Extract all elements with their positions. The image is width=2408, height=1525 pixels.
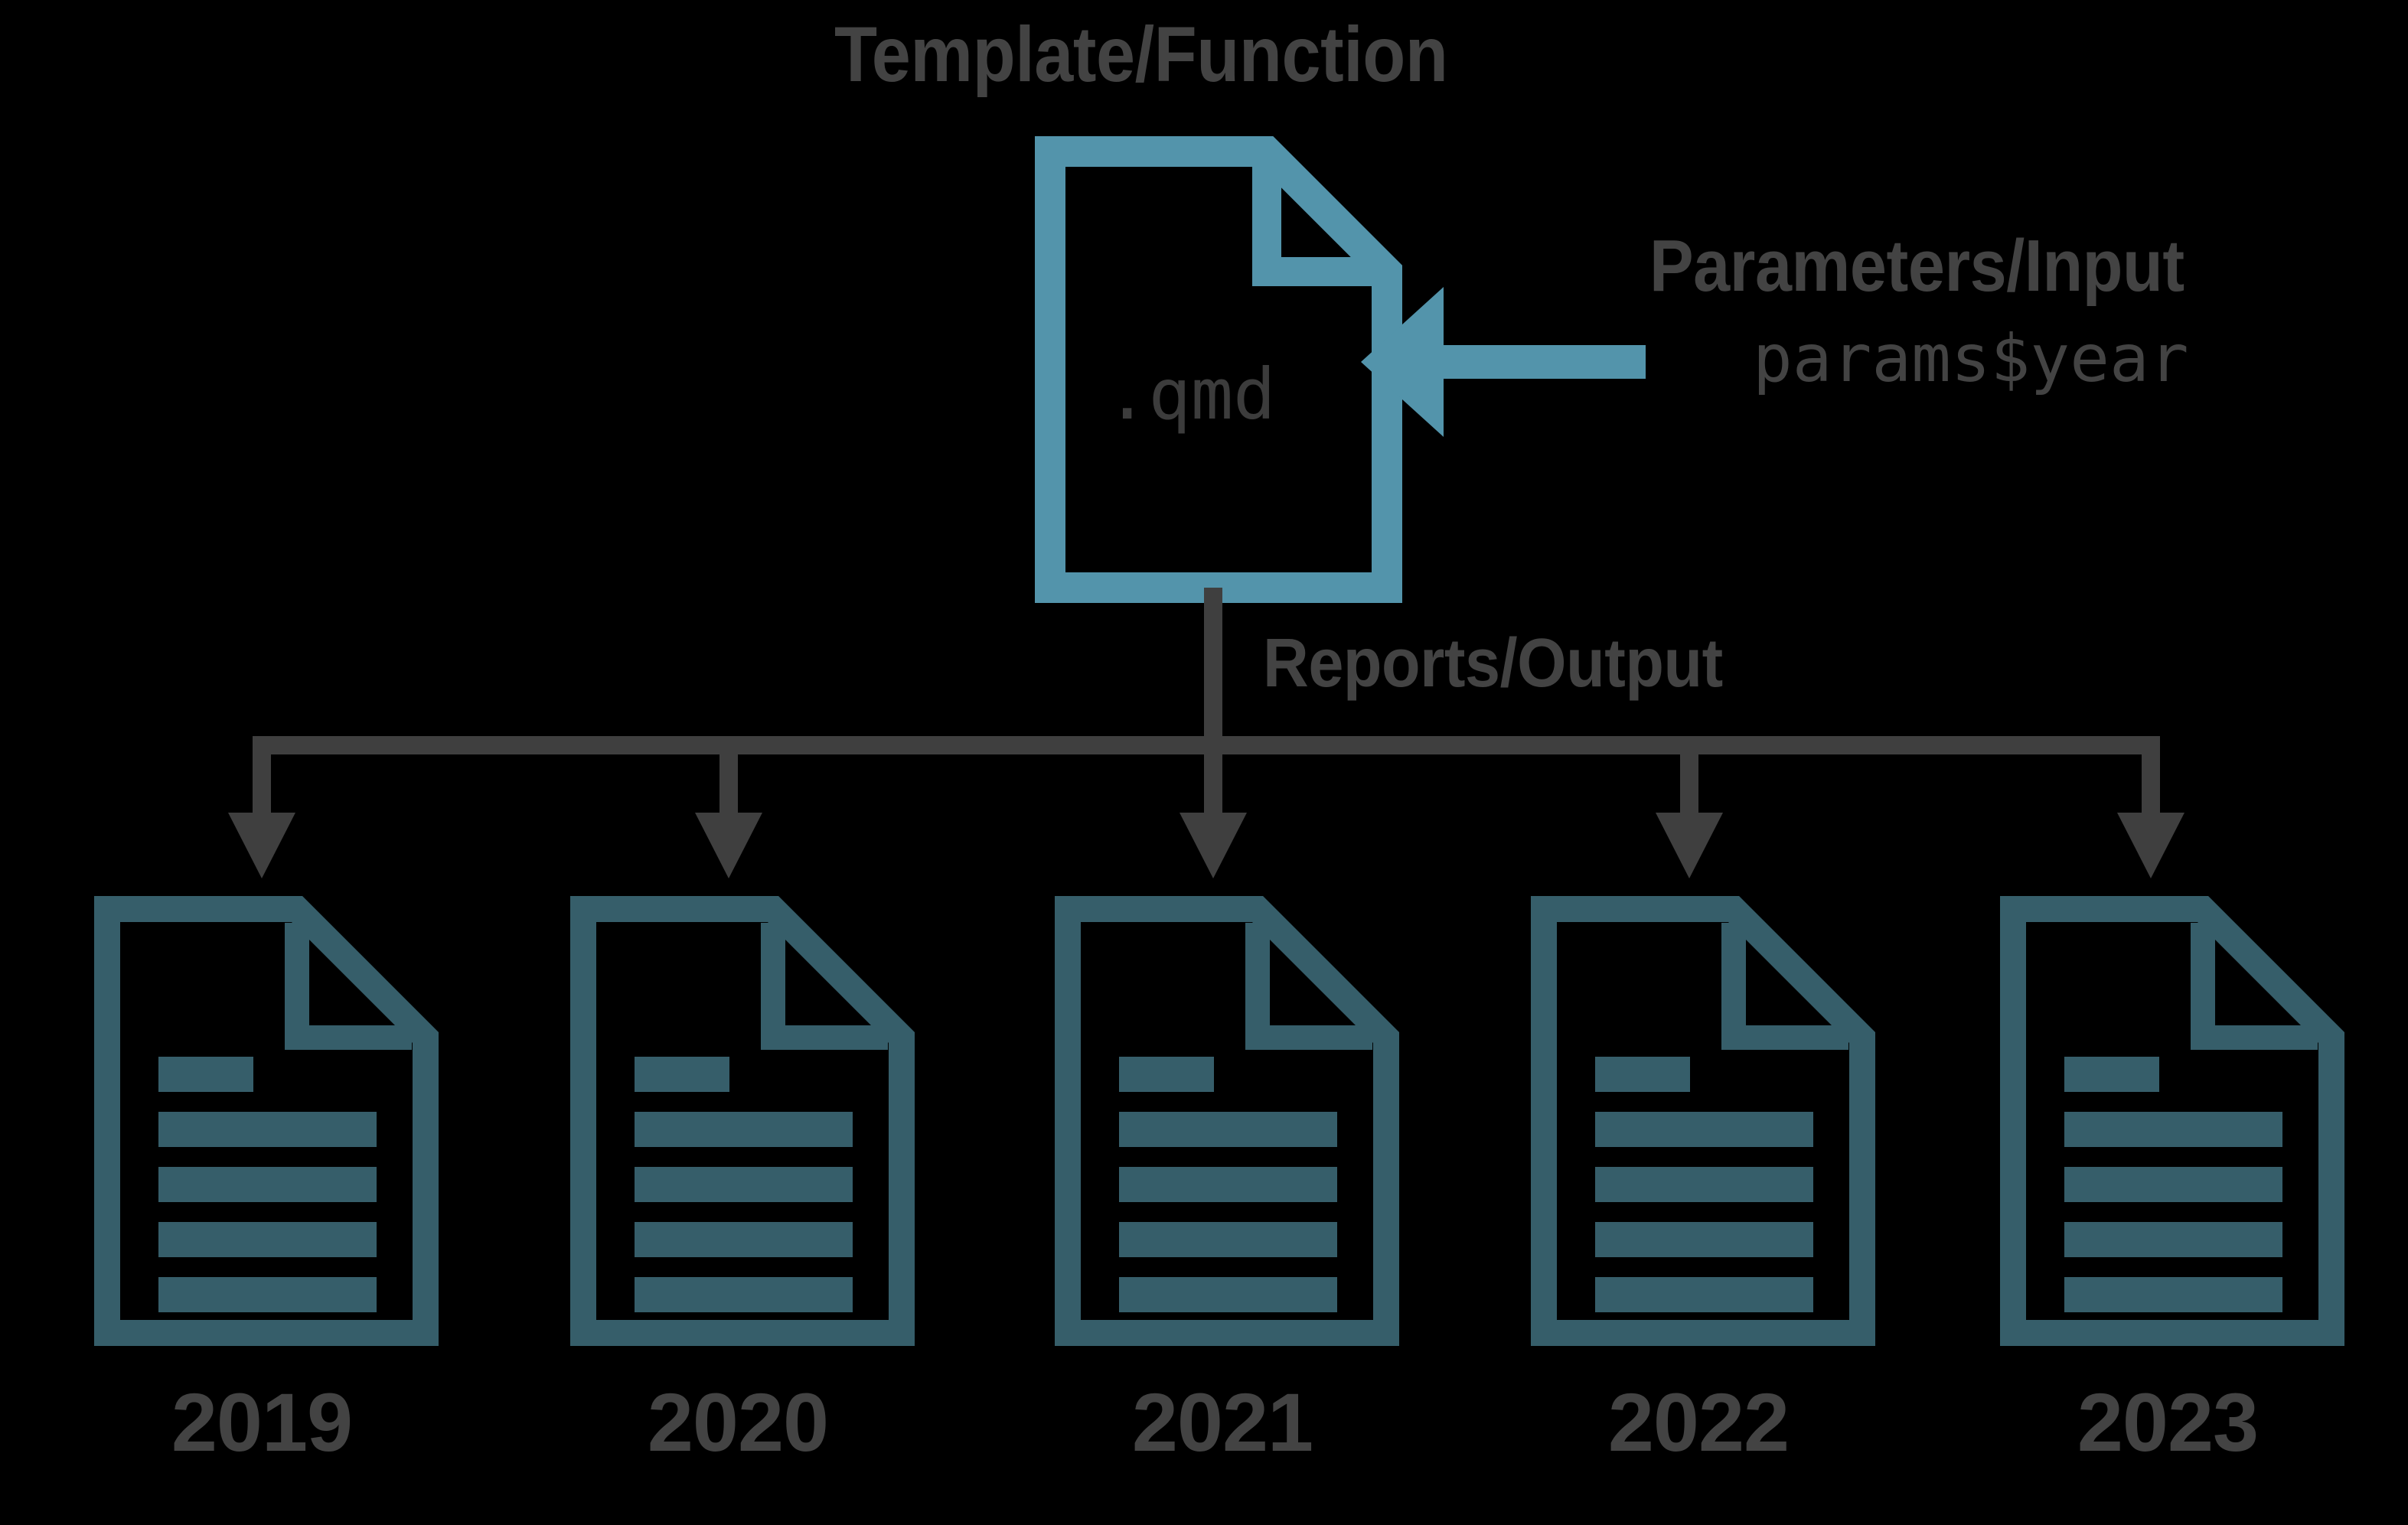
report-fold-2023 bbox=[2191, 923, 2318, 1050]
report-outline-2019 bbox=[94, 896, 439, 1346]
report-document-icon-2022[interactable] bbox=[1531, 896, 1875, 1346]
arrow-down-icon-2023 bbox=[2117, 813, 2184, 878]
report-fold-2020 bbox=[761, 923, 888, 1050]
report-lines-2021 bbox=[1119, 1057, 1337, 1312]
report-lines-2019 bbox=[158, 1057, 377, 1312]
parameters-arrow-left-icon[interactable] bbox=[1361, 287, 1646, 437]
arrow-down-icon-2019 bbox=[228, 813, 295, 878]
template-file-extension-text: .qmd bbox=[1106, 354, 1276, 435]
connector-branch-2023 bbox=[2142, 736, 2160, 822]
template-document-outline bbox=[1035, 136, 1402, 603]
report-label-2020: 2020 bbox=[647, 1376, 829, 1468]
parameters-code-text: params$year bbox=[1753, 321, 2189, 397]
report-lines-2022 bbox=[1595, 1057, 1813, 1312]
arrow-left-icon bbox=[1361, 287, 1646, 437]
report-outline-2023 bbox=[2000, 896, 2344, 1346]
arrow-down-icon-2021 bbox=[1180, 813, 1247, 878]
report-outline-2020 bbox=[570, 896, 915, 1346]
report-document-icon-2023[interactable] bbox=[2000, 896, 2344, 1346]
output-tree-connectors bbox=[228, 588, 2184, 878]
report-label-2019: 2019 bbox=[171, 1376, 353, 1468]
parameters-heading: Parameters/Input bbox=[1649, 225, 2184, 307]
report-fold-2021 bbox=[1245, 923, 1372, 1050]
report-lines-2023 bbox=[2064, 1057, 2282, 1312]
connector-branch-2022 bbox=[1680, 736, 1698, 822]
report-outline-2022 bbox=[1531, 896, 1875, 1346]
template-document-fold bbox=[1252, 167, 1372, 286]
connector-branch-2021 bbox=[1204, 736, 1222, 822]
template-document-icon[interactable] bbox=[1035, 136, 1402, 603]
connector-branch-2019 bbox=[253, 736, 271, 822]
report-fold-2022 bbox=[1721, 923, 1848, 1050]
connector-stem bbox=[1204, 588, 1222, 748]
report-label-2023: 2023 bbox=[2077, 1376, 2259, 1468]
report-label-2021: 2021 bbox=[1131, 1376, 1313, 1468]
arrow-down-icon-2020 bbox=[695, 813, 762, 878]
report-lines-2020 bbox=[635, 1057, 853, 1312]
template-heading: Template/Function bbox=[834, 11, 1448, 98]
report-label-2022: 2022 bbox=[1607, 1376, 1790, 1468]
report-outline-2021 bbox=[1055, 896, 1399, 1346]
reports-heading: Reports/Output bbox=[1263, 625, 1723, 702]
connector-branch-2020 bbox=[719, 736, 738, 822]
report-document-icon-2020[interactable] bbox=[570, 896, 915, 1346]
report-fold-2019 bbox=[285, 923, 412, 1050]
report-document-icon-2019[interactable] bbox=[94, 896, 439, 1346]
report-document-icon-2021[interactable] bbox=[1055, 896, 1399, 1346]
arrow-down-icon-2022 bbox=[1656, 813, 1723, 878]
